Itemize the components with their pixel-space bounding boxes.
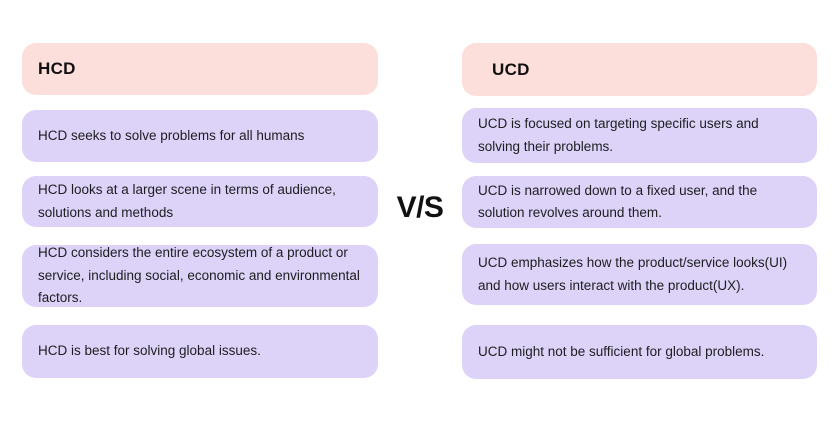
hcd-row-2-text: HCD looks at a larger scene in terms of … <box>38 182 336 220</box>
ucd-row-3-text: UCD emphasizes how the product/service l… <box>478 255 788 293</box>
ucd-row-4: UCD might not be sufficient for global p… <box>462 325 817 379</box>
ucd-row-3: UCD emphasizes how the product/service l… <box>462 244 817 305</box>
hcd-title: HCD <box>38 59 76 78</box>
hcd-row-1-text: HCD seeks to solve problems for all huma… <box>38 127 305 143</box>
ucd-row-2: UCD is narrowed down to a fixed user, an… <box>462 176 817 228</box>
hcd-row-1: HCD seeks to solve problems for all huma… <box>22 110 378 162</box>
hcd-row-4: HCD is best for solving global issues. <box>22 325 378 378</box>
hcd-row-2: HCD looks at a larger scene in terms of … <box>22 176 378 227</box>
vs-label: V/S <box>396 191 444 224</box>
ucd-row-4-text: UCD might not be sufficient for global p… <box>478 343 765 359</box>
hcd-row-3-text: HCD considers the entire ecosystem of a … <box>38 245 360 306</box>
ucd-title: UCD <box>492 59 530 79</box>
ucd-row-1-text: UCD is focused on targeting specific use… <box>478 116 759 154</box>
ucd-header: UCD <box>462 43 817 96</box>
hcd-row-4-text: HCD is best for solving global issues. <box>38 343 261 359</box>
hcd-row-3: HCD considers the entire ecosystem of a … <box>22 245 378 307</box>
ucd-row-1: UCD is focused on targeting specific use… <box>462 108 817 163</box>
hcd-header: HCD <box>22 43 378 95</box>
ucd-row-2-text: UCD is narrowed down to a fixed user, an… <box>478 182 758 221</box>
